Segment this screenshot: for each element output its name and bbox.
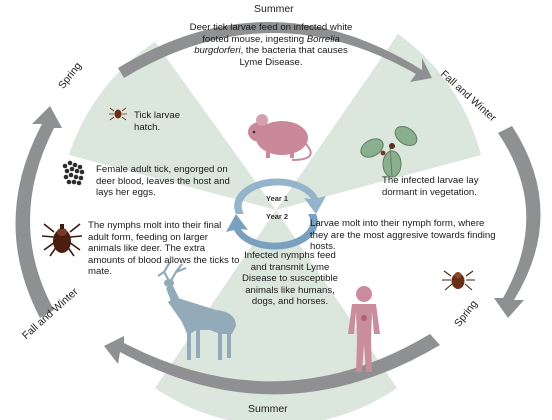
season-summer-top: Summer	[254, 3, 294, 15]
year1-label: Year 1	[266, 194, 289, 203]
cycle-arrow-year1	[234, 178, 326, 214]
stage-adult-molt: The nymphs molt into their final adult f…	[88, 220, 240, 277]
sector-bottom	[155, 210, 397, 420]
arrow-fall-left	[15, 106, 62, 318]
human-icon	[348, 286, 380, 372]
stage-female-adult: Female adult tick, engorged on deer bloo…	[96, 164, 230, 198]
stage-larvae-hatch: Tick larvae hatch.	[134, 110, 181, 133]
larvae-feed-species: Borrelia burgdorferi	[194, 33, 340, 57]
stage-nymph-molt: Larvae molt into their nymph form, where…	[310, 218, 496, 252]
season-summer-bottom: Summer	[248, 403, 288, 415]
leaves-icon	[360, 125, 418, 178]
larvae-feed-text-b: , the bacteria that causes Lyme Disease.	[239, 45, 348, 68]
tick-eggs-icon	[62, 160, 85, 186]
stage-larvae-feed: Deer tick larvae feed on infected white …	[186, 22, 356, 68]
arrow-fall-right	[494, 126, 541, 318]
year2-label: Year 2	[266, 212, 289, 221]
stage-larvae-dormant: The infected larvae lay dormant in veget…	[382, 175, 479, 198]
mouse-icon	[248, 114, 312, 161]
arrow-summer-top	[118, 21, 432, 82]
sector-top-left	[69, 42, 276, 210]
cycle-arrow-year2	[226, 214, 318, 250]
deer-icon	[157, 261, 236, 360]
adult-tick-icon	[41, 223, 83, 257]
tick-larva-icon	[109, 107, 127, 121]
nymph-tick-icon	[442, 270, 475, 291]
arrow-summer-bottom	[104, 334, 440, 395]
stage-nymph-feed: Infected nymphs feed and transmit Lyme D…	[242, 250, 338, 307]
larvae-feed-text-a: Deer tick larvae feed on infected white …	[189, 22, 353, 45]
